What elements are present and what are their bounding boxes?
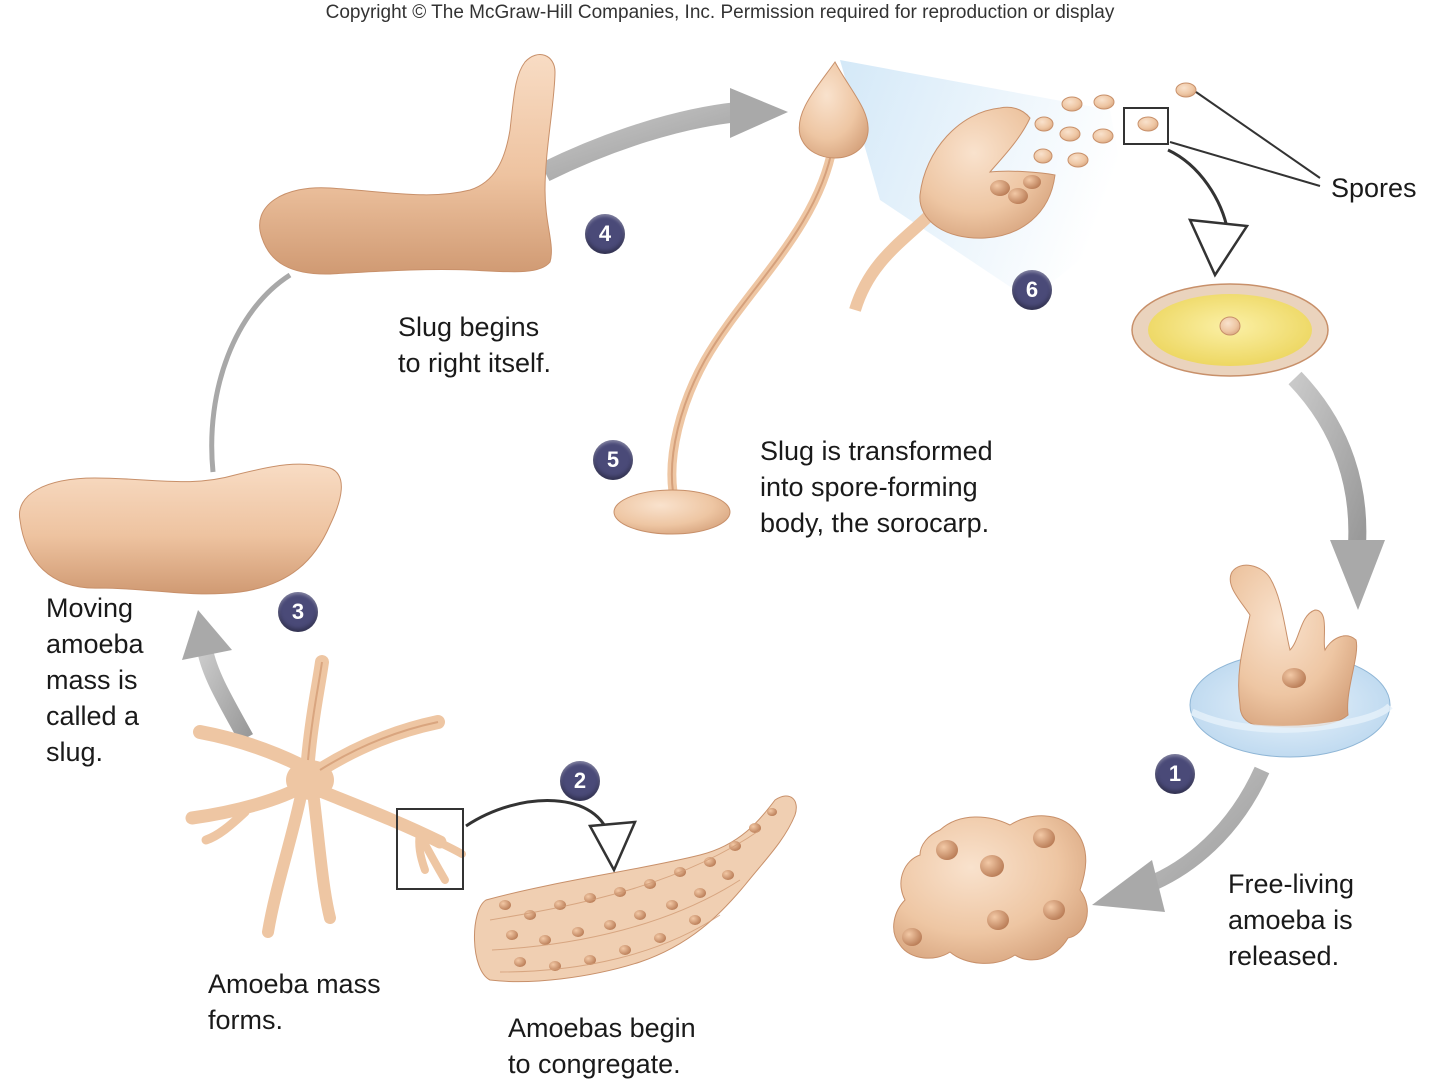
arrow-mass-to-congregate (465, 799, 612, 841)
step-badge-4: 4 (585, 214, 625, 254)
arrow-spore-to-plate (1167, 148, 1230, 233)
copyright-notice: Copyright © The McGraw-Hill Companies, I… (325, 2, 1115, 23)
arrow-righting-to-sorocarp (540, 102, 740, 181)
arrow-mass-to-slug (197, 648, 254, 742)
sorocarp-base (613, 489, 731, 535)
arrow-plate-to-emerging (1288, 371, 1367, 546)
step-badge-5: 5 (593, 440, 633, 480)
spores (1033, 82, 1197, 168)
spore-callout-box (1123, 107, 1169, 145)
label-spores: Spores (1331, 173, 1417, 203)
step-badge-2: 2 (560, 761, 600, 801)
free-amoeba (893, 815, 1088, 964)
mature-sorocarp-head (919, 106, 1056, 239)
step-badge-3: 3 (278, 592, 318, 632)
sorocarp-head (798, 61, 869, 159)
step-badge-6: 6 (1012, 270, 1052, 310)
mass-callout-box (396, 808, 464, 890)
emerging-amoeba (1229, 564, 1358, 728)
arrow-emerging-to-free (1137, 766, 1270, 896)
mature-sorocarp-stalk (849, 205, 940, 312)
step-badge-1: 1 (1155, 754, 1195, 794)
congregating-amoebas (473, 795, 797, 983)
slug-righting (259, 54, 556, 275)
arrow-slug-to-righting (209, 272, 292, 473)
slug-moving (18, 463, 342, 595)
